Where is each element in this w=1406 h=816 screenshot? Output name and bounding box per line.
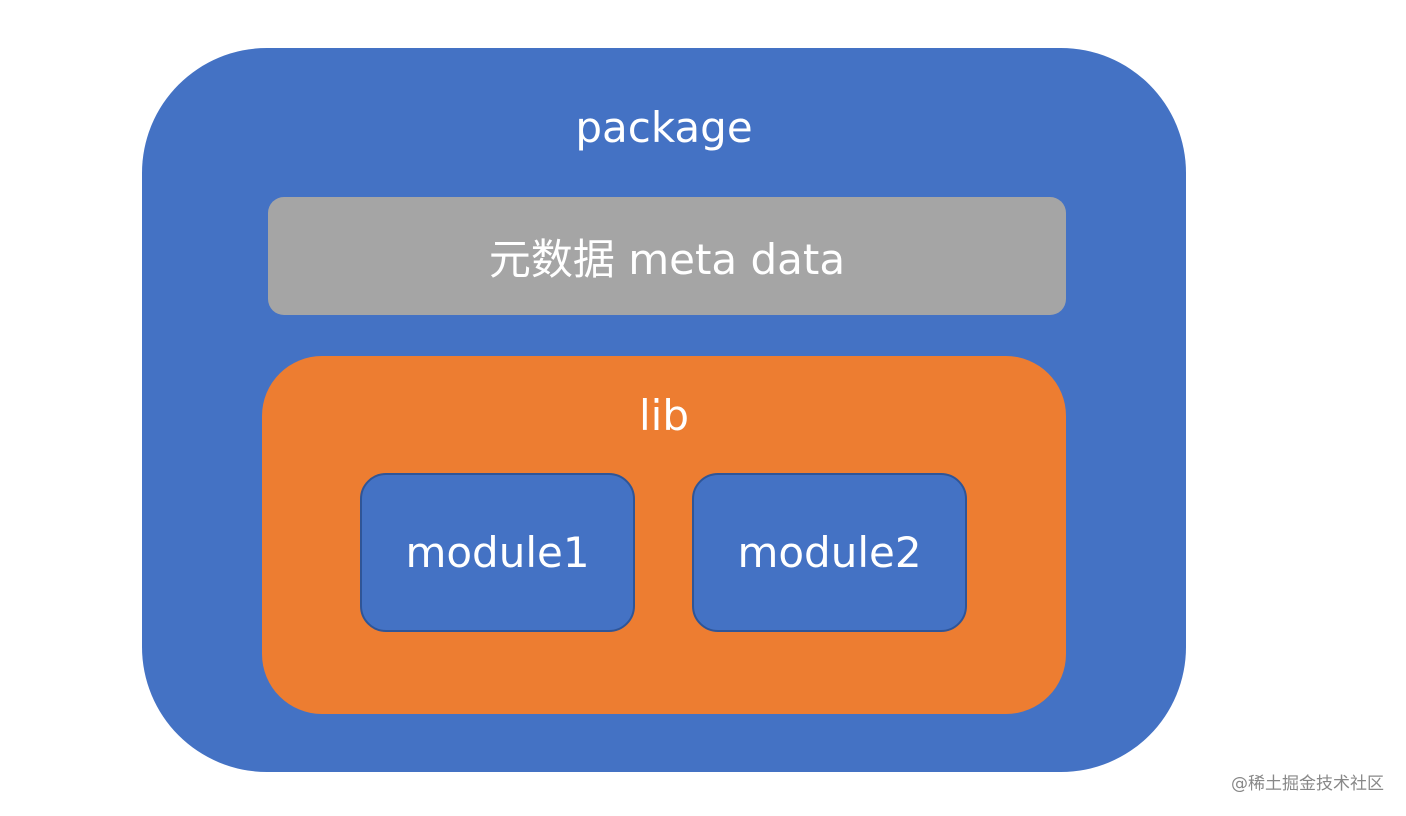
module2-label: module2 <box>737 528 922 577</box>
lib-label: lib <box>639 391 689 440</box>
module2-box: module2 <box>692 473 967 632</box>
meta-data-box: 元数据 meta data <box>268 197 1066 315</box>
package-label: package <box>575 103 753 152</box>
meta-data-label: 元数据 meta data <box>488 234 846 284</box>
module1-label: module1 <box>405 528 590 577</box>
watermark: @稀土掘金技术社区 <box>1231 774 1384 794</box>
module1-box: module1 <box>360 473 635 632</box>
